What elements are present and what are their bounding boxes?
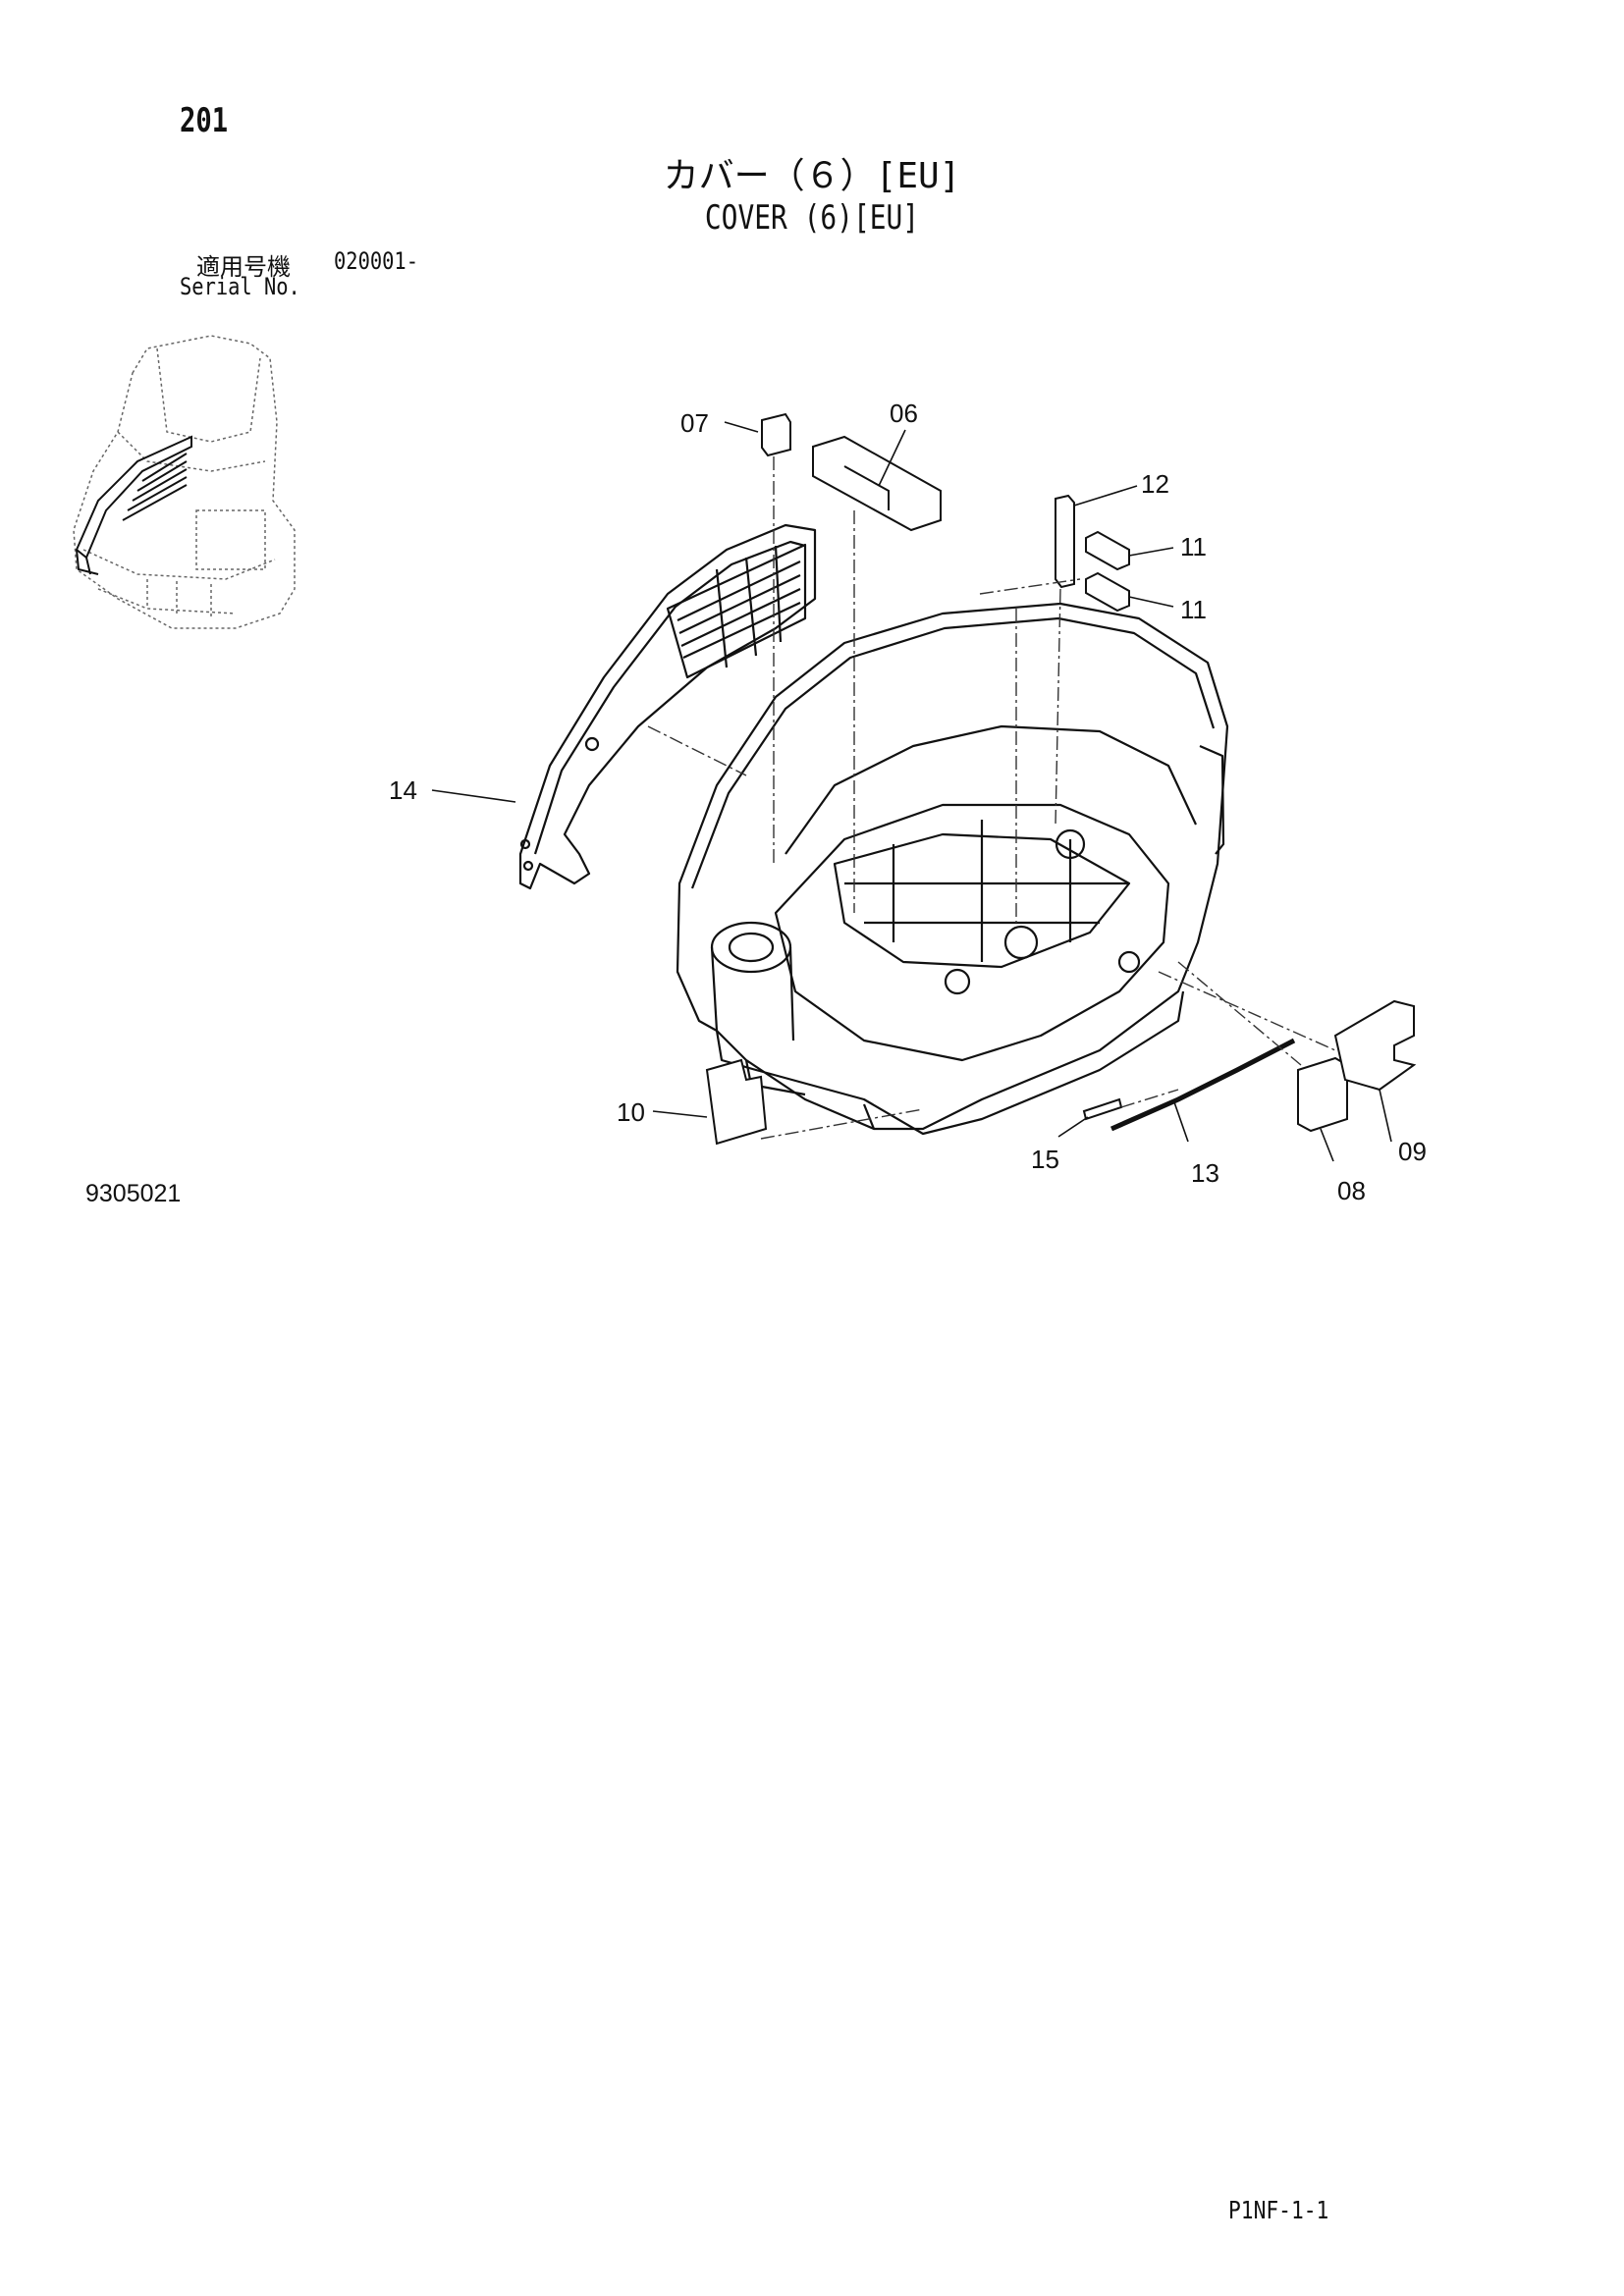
part-14-grille-panel: [518, 523, 817, 890]
page-code: P1NF-1-1: [1228, 2196, 1329, 2224]
callout-labels: 07 06 12 11 11 14 10 15 13 08 09: [389, 399, 1427, 1205]
callout-14: 14: [389, 775, 417, 805]
callout-15: 15: [1031, 1145, 1059, 1174]
part-12-strip: [1055, 494, 1075, 589]
part-10-plate: [705, 1058, 768, 1146]
part-06-seal: [812, 435, 942, 532]
callout-leaders: [431, 421, 1392, 1162]
callout-11a: 11: [1180, 532, 1207, 561]
callout-07: 07: [680, 408, 709, 438]
main-assembly: [676, 602, 1229, 1136]
page-number: 201: [180, 101, 229, 140]
callout-13: 13: [1191, 1158, 1219, 1188]
title-japanese: カバー（６）[EU]: [663, 156, 961, 196]
callout-11b: 11: [1180, 595, 1207, 624]
callout-06: 06: [890, 399, 918, 428]
serial-label-english: Serial No.: [180, 273, 300, 300]
part-15-clip: [1082, 1097, 1123, 1121]
overview-thumbnail: [73, 335, 296, 629]
part-08-block: [1297, 1056, 1348, 1133]
overview-highlight: [75, 435, 192, 575]
callout-08: 08: [1337, 1176, 1366, 1205]
callout-12: 12: [1141, 469, 1169, 499]
serial-label-japanese: 適用号機: [196, 253, 291, 281]
part-09-seal: [1333, 999, 1417, 1092]
part-13-molding: [1110, 1038, 1296, 1132]
serial-value: 020001-: [334, 247, 418, 275]
drawing-number: 9305021: [85, 1180, 182, 1207]
callout-09: 09: [1398, 1137, 1427, 1166]
assembly-lines: [647, 456, 1336, 1140]
part-11-pads: [1085, 530, 1130, 613]
title-english: COVER (6)[EU]: [704, 198, 920, 238]
part-07-block: [761, 412, 791, 457]
callout-10: 10: [617, 1097, 645, 1127]
